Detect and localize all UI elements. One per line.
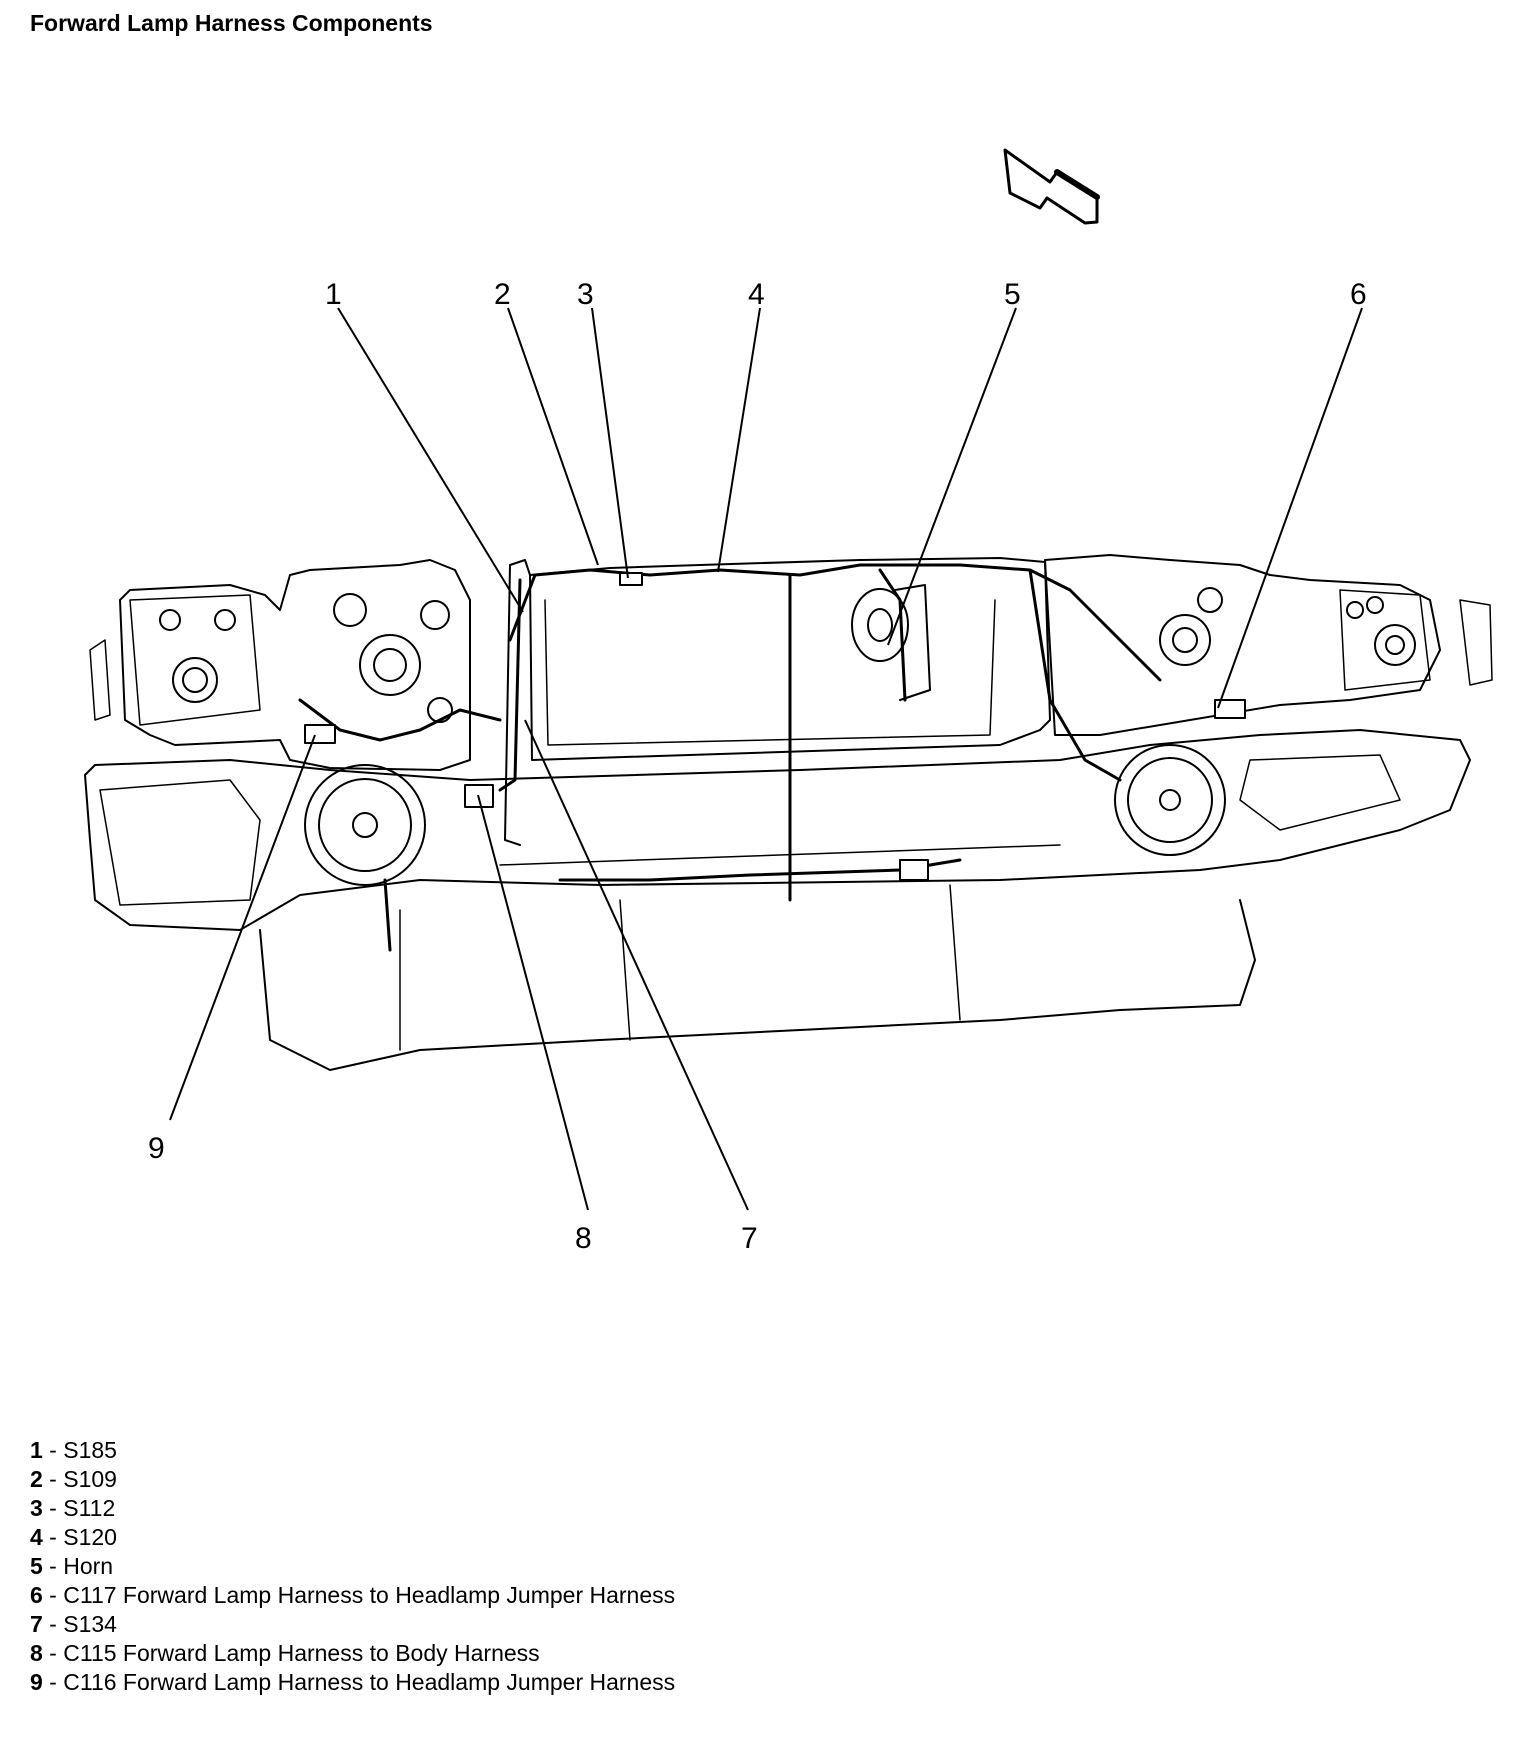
legend-separator: - — [42, 1437, 64, 1463]
legend-text: S134 — [63, 1611, 117, 1637]
legend-text: C115 Forward Lamp Harness to Body Harnes… — [63, 1640, 540, 1666]
legend-text: S112 — [63, 1495, 116, 1521]
legend-item: 2 - S109 — [30, 1465, 675, 1494]
legend-item: 5 - Horn — [30, 1552, 675, 1581]
front-bumper-assembly — [84, 729, 1471, 1071]
diagram-title: Forward Lamp Harness Components — [30, 10, 433, 36]
callout-numbers: 1 2 3 4 5 6 7 8 9 — [148, 278, 1367, 1255]
leader-line-7 — [524, 719, 749, 1211]
legend-number: 6 — [30, 1582, 43, 1608]
callout-9: 9 — [148, 1132, 165, 1165]
legend-number: 9 — [30, 1669, 43, 1695]
callout-2: 2 — [494, 278, 511, 311]
legend-separator: - — [42, 1582, 64, 1608]
leader-line-5 — [887, 307, 1017, 646]
legend-number: 4 — [30, 1524, 43, 1550]
callout-leader-lines — [169, 307, 1363, 1211]
harness-illustration: 1 2 3 4 5 6 7 8 9 — [84, 148, 1493, 1255]
callout-4: 4 — [748, 278, 765, 311]
legend-item: 9 - C116 Forward Lamp Harness to Headlam… — [30, 1668, 675, 1697]
legend-number: 5 — [30, 1553, 43, 1579]
legend-number: 7 — [30, 1611, 43, 1637]
legend-item: 7 - S134 — [30, 1610, 675, 1639]
legend-text: S185 — [63, 1437, 117, 1463]
horn — [851, 584, 931, 701]
leader-line-2 — [507, 307, 599, 566]
callout-5: 5 — [1004, 278, 1021, 311]
callout-6: 6 — [1350, 278, 1367, 311]
callout-3: 3 — [577, 278, 594, 311]
component-legend: 1 - S185 2 - S109 3 - S112 4 - S120 5 - … — [30, 1436, 675, 1697]
legend-number: 8 — [30, 1640, 43, 1666]
legend-text: S109 — [63, 1466, 117, 1492]
legend-separator: - — [42, 1669, 64, 1695]
left-fog-lamp — [304, 764, 426, 886]
callout-8: 8 — [575, 1222, 592, 1255]
legend-number: 1 — [30, 1437, 43, 1463]
callout-7: 7 — [741, 1222, 758, 1255]
legend-separator: - — [42, 1524, 64, 1550]
legend-text: C117 Forward Lamp Harness to Headlamp Ju… — [63, 1582, 676, 1608]
leader-line-1 — [337, 307, 524, 613]
callout-1: 1 — [325, 278, 342, 311]
legend-separator: - — [42, 1495, 64, 1521]
legend-separator: - — [42, 1466, 64, 1492]
harness-connectors — [304, 572, 1246, 881]
forward-lamp-wiring-harness — [298, 563, 1162, 952]
leader-line-3 — [591, 307, 629, 579]
legend-number: 3 — [30, 1495, 43, 1521]
leader-line-9 — [169, 734, 316, 1121]
legend-item: 8 - C115 Forward Lamp Harness to Body Ha… — [30, 1639, 675, 1668]
right-headlamp-assembly — [1044, 554, 1493, 736]
legend-text: S120 — [63, 1524, 117, 1550]
radiator-support-frame — [504, 557, 1051, 846]
leader-line-6 — [1217, 307, 1363, 709]
left-headlamp-assembly — [89, 559, 471, 771]
legend-separator: - — [42, 1611, 64, 1637]
legend-number: 2 — [30, 1466, 43, 1492]
right-fog-lamp — [1114, 744, 1226, 856]
legend-item: 3 - S112 — [30, 1494, 675, 1523]
legend-text: Horn — [63, 1553, 114, 1579]
legend-separator: - — [42, 1640, 64, 1666]
legend-item: 6 - C117 Forward Lamp Harness to Headlam… — [30, 1581, 675, 1610]
legend-text: C116 Forward Lamp Harness to Headlamp Ju… — [63, 1669, 676, 1695]
leader-line-8 — [477, 794, 589, 1211]
forward-direction-arrow-icon — [1003, 148, 1100, 225]
legend-item: 4 - S120 — [30, 1523, 675, 1552]
leader-line-4 — [717, 307, 761, 573]
legend-separator: - — [42, 1553, 64, 1579]
legend-item: 1 - S185 — [30, 1436, 675, 1465]
